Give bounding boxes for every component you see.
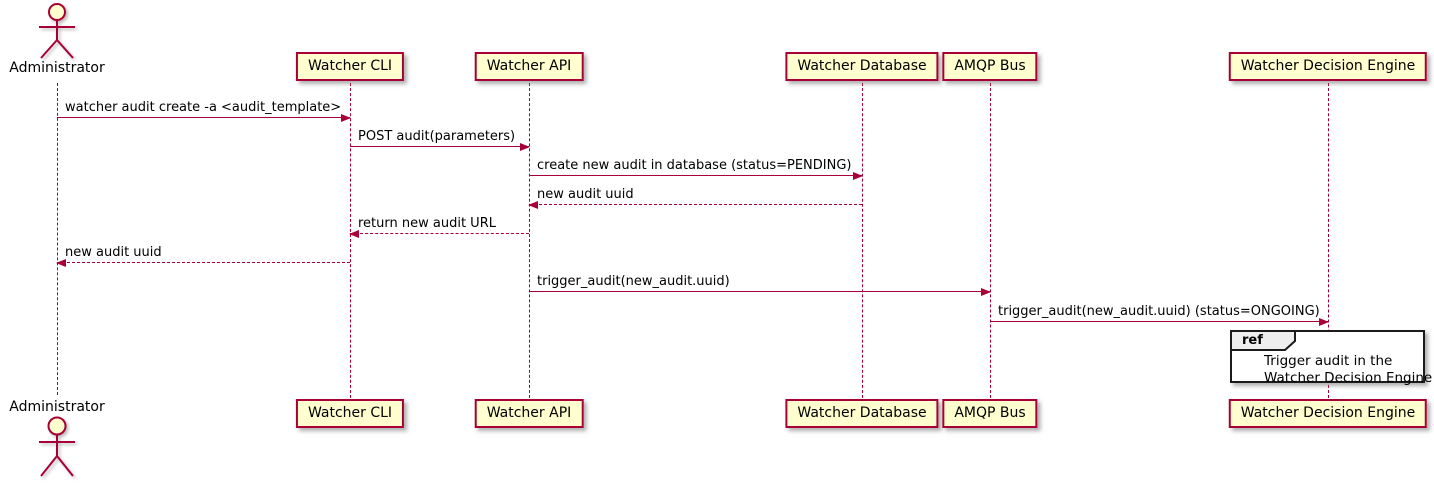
message-line [529,204,862,205]
arrowhead-right-icon [1319,318,1329,326]
message-label: trigger_audit(new_audit.uuid) [537,274,730,289]
message-label: return new audit URL [358,216,496,231]
message-trigger-audit: trigger_audit(new_audit.uuid) [529,274,991,296]
participant-box-watcher-database-top: Watcher Database [785,52,939,81]
message-create-audit-db: create new audit in database (status=PEN… [529,158,863,180]
participant-box-amqp-bus-top: AMQP Bus [942,52,1038,81]
lifeline-administrator [57,83,58,395]
message-post-audit: POST audit(parameters) [350,129,530,151]
message-new-audit-uuid-admin: new audit uuid [56,245,350,267]
participant-box-watcher-decision-engine-bottom: Watcher Decision Engine [1228,399,1428,428]
ref-label: ref [1242,333,1263,348]
participant-box-watcher-database-bottom: Watcher Database [785,399,939,428]
participant-box-watcher-api-bottom: Watcher API [474,399,584,428]
participant-box-watcher-cli-top: Watcher CLI [295,52,405,81]
participant-box-watcher-api-top: Watcher API [474,52,584,81]
message-label: trigger_audit(new_audit.uuid) (status=ON… [998,304,1320,319]
message-return-audit-url: return new audit URL [349,216,529,238]
lifeline-watcher-decision-engine [1328,83,1329,398]
message-line [350,233,529,234]
message-label: new audit uuid [537,187,634,202]
lifeline-watcher-api [529,83,530,398]
message-line [990,321,1328,322]
arrowhead-left-icon [56,259,66,267]
actor-figure-bottom [39,416,75,477]
message-line [350,146,529,147]
message-new-audit-uuid-return: new audit uuid [528,187,862,209]
arrowhead-right-icon [853,172,863,180]
participant-box-amqp-bus-bottom: AMQP Bus [942,399,1038,428]
arrowhead-right-icon [341,114,351,122]
message-line [529,175,862,176]
message-label: watcher audit create -a <audit_template> [65,100,342,115]
participant-box-watcher-cli-bottom: Watcher CLI [295,399,405,428]
arrowhead-left-icon [349,230,359,238]
message-line [57,117,350,118]
message-label: create new audit in database (status=PEN… [537,158,852,173]
ref-fragment: ref Trigger audit in the Watcher Decisio… [1230,330,1432,386]
ref-text-line1: Trigger audit in the [1264,353,1393,369]
lifeline-amqp-bus [990,83,991,398]
message-line [57,262,350,263]
ref-tab-icon [1230,330,1296,351]
lifeline-watcher-cli [350,83,351,398]
lifeline-watcher-database [862,83,863,398]
participant-box-watcher-decision-engine-top: Watcher Decision Engine [1228,52,1428,81]
message-label: new audit uuid [65,245,162,260]
ref-text-line2: Watcher Decision Engine [1264,370,1433,386]
actor-label-top: Administrator [9,60,105,76]
message-label: POST audit(parameters) [358,129,516,144]
arrowhead-right-icon [981,288,991,296]
arrowhead-left-icon [528,201,538,209]
actor-figure-top [39,3,75,59]
arrowhead-right-icon [520,143,530,151]
message-audit-create: watcher audit create -a <audit_template> [57,100,351,122]
message-line [529,291,990,292]
actor-label-bottom: Administrator [9,399,105,415]
message-trigger-audit-ongoing: trigger_audit(new_audit.uuid) (status=ON… [990,304,1329,326]
